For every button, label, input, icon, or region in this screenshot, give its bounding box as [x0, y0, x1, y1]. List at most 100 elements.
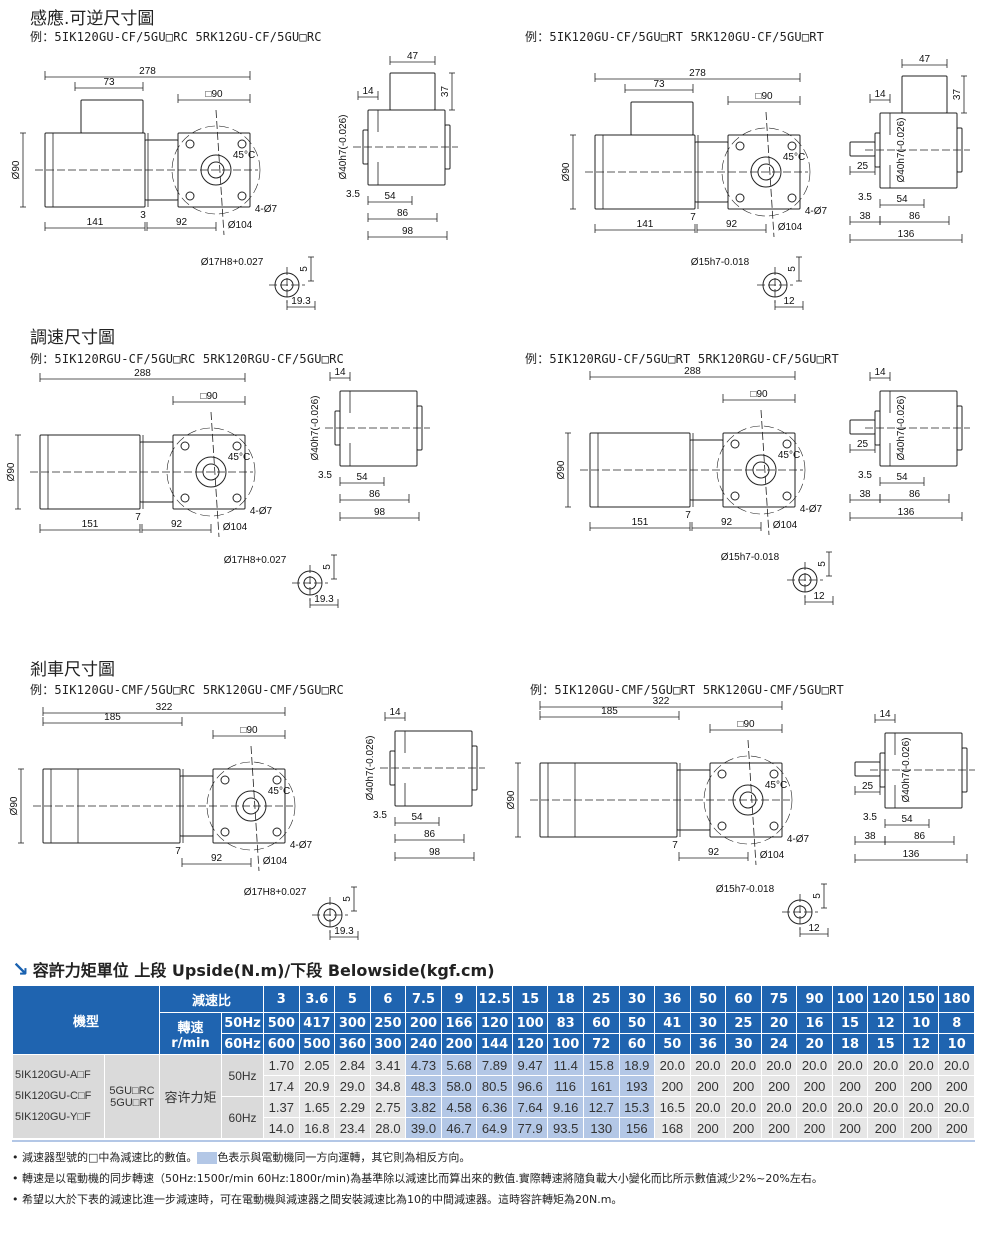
dim-label-s35: 3.5 — [318, 470, 332, 481]
dim-label-s136: 136 — [903, 849, 920, 860]
outline — [367, 109, 446, 186]
ratio-cell: 50 — [689, 985, 727, 1013]
speed-cell: 60 — [582, 1012, 620, 1034]
dim-label-s136: 136 — [898, 507, 915, 518]
dim-label-s86: 86 — [424, 829, 436, 840]
torque-cell: 193 — [618, 1075, 656, 1097]
ratio-cell: 150 — [902, 985, 940, 1013]
dim-label-s14: 14 — [874, 89, 886, 100]
dim-label-holes: 4-Ø7 — [250, 506, 273, 517]
example-model: 例：5IK120RGU-CF/5GU□RT 5RK120RGU-CF/5GU□R… — [525, 352, 839, 366]
dim-label-kh: 5 — [322, 564, 333, 570]
shaft-circle — [782, 439, 792, 449]
torque-cell: 20.0 — [867, 1096, 904, 1118]
dim-label-gear: 92 — [721, 517, 733, 528]
torque-cell: 9.47 — [511, 1054, 549, 1076]
dim-label-kdia: Ø15h7-0.018 — [691, 257, 750, 268]
divider — [12, 1140, 975, 1142]
dim-label-kw: 12 — [813, 591, 825, 602]
pcd-circle — [206, 761, 296, 851]
torque-cell: 7.89 — [476, 1054, 513, 1076]
dim-label-left: 141 — [637, 219, 654, 230]
shaft-circle — [232, 441, 242, 451]
torque-cell: 20.0 — [689, 1096, 727, 1118]
note-text: 減速器型號的□中為減速比的數值。 — [22, 1151, 198, 1164]
shaft-circle — [185, 139, 195, 149]
torque-cell: 20.9 — [298, 1075, 336, 1097]
torque-cell: 20.0 — [725, 1096, 762, 1118]
center-line — [250, 745, 260, 872]
dim-label-gap: 7 — [672, 840, 678, 851]
torque-cell: 1.65 — [298, 1096, 336, 1118]
torque-cell: 130 — [582, 1117, 620, 1139]
shaft-circle — [237, 139, 247, 149]
dim-label-square: □90 — [737, 719, 755, 730]
dim-label-s38: 38 — [859, 489, 871, 500]
dim-label-s86: 86 — [397, 208, 409, 219]
torque-cell: 200 — [725, 1117, 762, 1139]
torque-cell: 20.0 — [938, 1054, 975, 1076]
torque-cell: 16.5 — [654, 1096, 691, 1118]
outline — [394, 730, 473, 807]
dim-label-holes: 4-Ø7 — [800, 504, 823, 515]
table-title: ↘容許力矩單位 上段 Upside(N.m)/下段 Belowside(kgf.… — [12, 957, 495, 981]
hz60-label: 60Hz — [221, 1096, 265, 1139]
dim-label-gear: 92 — [211, 853, 223, 864]
torque-cell: 20.0 — [796, 1096, 833, 1118]
dim-label-square: □90 — [200, 391, 218, 402]
note-text: 希望以大於下表的減速比進一步減速時，可在電動機與減速器之間安裝減速比為10的中間… — [22, 1193, 623, 1206]
dim-label-s14: 14 — [879, 709, 891, 720]
dim-label-dia: Ø90 — [506, 790, 517, 809]
torque-cell: 200 — [689, 1117, 727, 1139]
shaft-circle — [220, 827, 230, 837]
gearhead-name: 5GU□RT — [110, 1096, 154, 1109]
shaft-circle — [272, 775, 282, 785]
dim-label-pcd: Ø104 — [263, 856, 288, 867]
shaft-circle — [732, 784, 764, 816]
torque-label: 容许力矩 — [159, 1054, 223, 1139]
highlight-swatch — [197, 1152, 218, 1164]
dim-label-kdia: Ø17H8+0.027 — [201, 257, 264, 268]
speed-cell: 300 — [334, 1012, 371, 1034]
speed-cell: 240 — [405, 1033, 442, 1055]
outline — [389, 72, 436, 111]
speed-cell: 15 — [831, 1012, 869, 1034]
dim-label-s86: 86 — [369, 489, 381, 500]
torque-cell: 46.7 — [440, 1117, 478, 1139]
shaft-circle — [180, 493, 190, 503]
speed-cell: 360 — [334, 1033, 371, 1055]
torque-cell: 20.0 — [867, 1054, 904, 1076]
torque-cell: 16.8 — [298, 1117, 336, 1139]
speed-cell: 24 — [760, 1033, 798, 1055]
dim-label-s35: 3.5 — [346, 189, 360, 200]
dim-label-s54: 54 — [356, 472, 368, 483]
speed-cell: 20 — [796, 1033, 833, 1055]
torque-cell: 64.9 — [476, 1117, 513, 1139]
speed-unit: r/min — [171, 1035, 210, 1051]
dim-label-s40: Ø40h7(-0.026) — [310, 395, 321, 460]
example-model: 例：5IK120GU-CMF/5GU□RT 5RK120GU-CMF/5GU□R… — [530, 683, 844, 697]
dim-label-s40: Ø40h7(-0.026) — [901, 737, 912, 802]
ratio-cell: 6 — [369, 985, 407, 1013]
torque-cell: 34.8 — [369, 1075, 407, 1097]
ratio-cell: 18 — [547, 985, 584, 1013]
torque-cell: 58.0 — [440, 1075, 478, 1097]
torque-cell: 168 — [654, 1117, 691, 1139]
dim-label-kh: 5 — [817, 561, 828, 567]
torque-cell: 156 — [618, 1117, 656, 1139]
torque-cell: 20.0 — [796, 1054, 833, 1076]
speed-cell: 50 — [618, 1012, 656, 1034]
ratio-cell: 100 — [831, 985, 869, 1013]
model-name: 5IK120GU-C□F — [15, 1090, 92, 1102]
dim-label-left: 141 — [87, 217, 104, 228]
dim-label-s54: 54 — [384, 191, 396, 202]
torque-cell: 200 — [796, 1075, 833, 1097]
center-line — [747, 739, 757, 866]
torque-cell: 93.5 — [547, 1117, 584, 1139]
ratio-cell: 36 — [654, 985, 691, 1013]
pcd-circle — [721, 127, 811, 217]
outline — [339, 390, 418, 467]
